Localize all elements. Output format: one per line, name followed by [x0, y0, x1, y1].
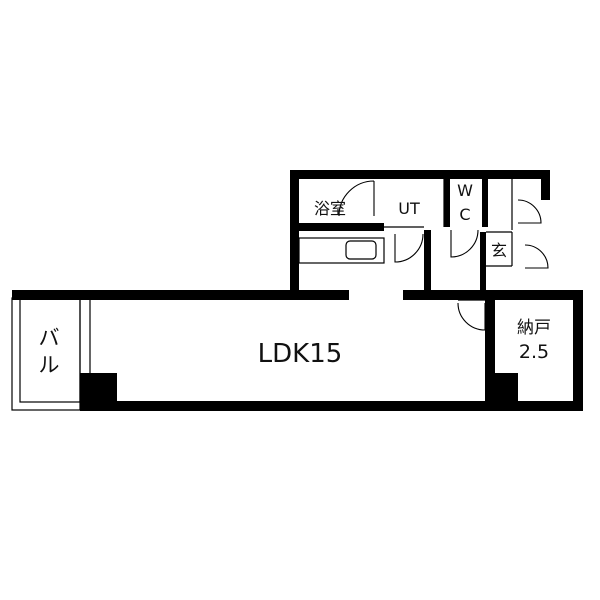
- wall-main-right: [573, 290, 583, 411]
- label-bath: 浴室: [314, 199, 346, 218]
- column-storage: [495, 373, 518, 405]
- label-balcony-top: バ: [39, 326, 60, 350]
- wall-main-top-left: [12, 290, 349, 300]
- wall-upper-top: [290, 170, 550, 179]
- wall-entry-right: [480, 232, 486, 290]
- column-left: [80, 373, 117, 405]
- kitchen-sink: [345, 240, 377, 260]
- labels: LDK15 浴室 UT W C 玄 納戸 2.5 バ ル: [39, 181, 552, 377]
- label-entrance: 玄: [491, 241, 507, 260]
- kitchen-counter: [298, 237, 385, 264]
- door-storage: [457, 302, 486, 331]
- door-entrance: [524, 244, 549, 269]
- label-wc-c: C: [459, 205, 470, 224]
- wall-bath-bottom: [299, 223, 384, 231]
- wall-upper-left: [290, 170, 299, 300]
- wall-entry-left: [424, 230, 431, 290]
- door-closet: [517, 199, 542, 224]
- label-balcony-bottom: ル: [39, 353, 60, 377]
- label-wc-w: W: [457, 181, 473, 200]
- wall-wc-left: [444, 179, 450, 227]
- balcony-inner: [19, 297, 81, 403]
- wall-wc-right: [482, 179, 488, 227]
- wall-main-top-right: [403, 290, 583, 300]
- label-ldk: LDK15: [258, 339, 343, 369]
- doors: [338, 180, 549, 331]
- label-ut: UT: [398, 199, 420, 218]
- walls: [12, 170, 583, 411]
- door-bath: [338, 180, 375, 217]
- door-ut: [394, 233, 424, 263]
- wall-upper-right-top: [541, 170, 550, 200]
- wall-main-bottom: [80, 401, 583, 411]
- label-storage-name: 納戸: [517, 318, 551, 338]
- label-storage-size: 2.5: [519, 341, 549, 363]
- thin-lines: [11, 179, 513, 411]
- wall-storage-left: [485, 300, 495, 401]
- door-wc: [450, 229, 479, 258]
